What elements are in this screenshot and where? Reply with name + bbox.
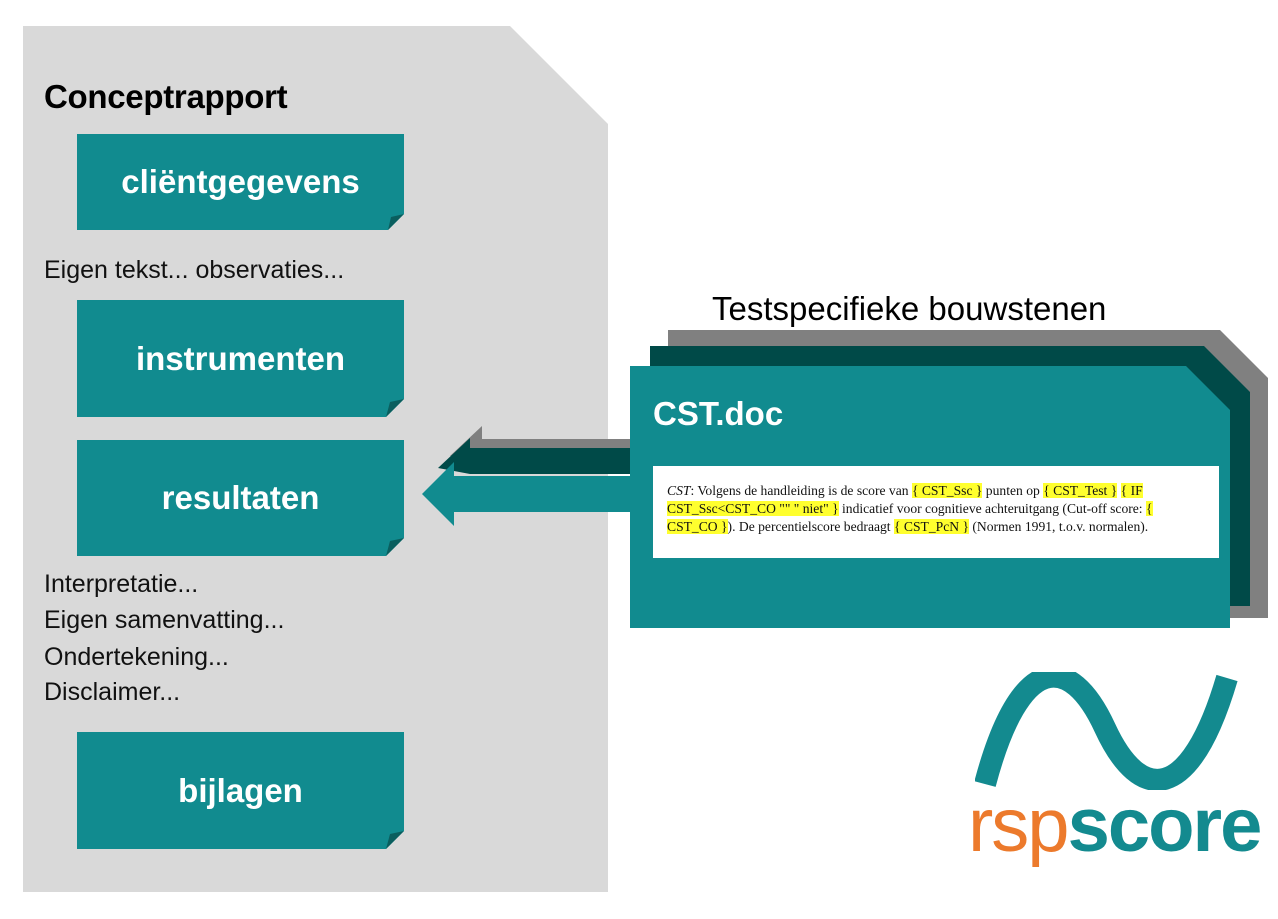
summary-line: Eigen samenvatting... xyxy=(44,606,285,634)
field-cst-ssc: { CST_Ssc } xyxy=(911,483,983,498)
template-snippet: CST: Volgens de handleiding is de score … xyxy=(653,466,1219,558)
logo-wave-icon xyxy=(975,672,1238,790)
interpretation-line: Interpretatie... xyxy=(44,570,199,598)
logo-rsp: rsp xyxy=(968,783,1070,868)
snippet-text-2: punten op xyxy=(982,483,1044,498)
logo-score: score xyxy=(1067,783,1263,868)
block-bijlagen-label: bijlagen xyxy=(178,771,303,809)
logo: rspscore xyxy=(968,788,1262,864)
block-bijlagen: bijlagen xyxy=(77,732,404,849)
insert-arrow xyxy=(422,426,635,526)
own-text-line: Eigen tekst... observaties... xyxy=(44,256,345,284)
block-instrumenten-label: instrumenten xyxy=(135,339,346,377)
block-clientgegevens: cliëntgegevens xyxy=(77,134,404,230)
report-title: Conceptrapport xyxy=(44,78,288,115)
block-instrumenten: instrumenten xyxy=(77,300,404,417)
snippet-text-1: : Volgens de handleiding is de score van xyxy=(690,483,912,498)
block-resultaten-label: resultaten xyxy=(161,479,320,516)
block-clientgegevens-label: cliëntgegevens xyxy=(121,163,360,200)
signature-line: Ondertekening... xyxy=(44,643,229,671)
snippet-text-3: indicatief voor cognitieve achteruitgang… xyxy=(838,501,1146,516)
snippet-lead: CST xyxy=(667,483,691,498)
block-resultaten: resultaten xyxy=(77,440,404,556)
arrow-body xyxy=(422,462,635,526)
arrow-shadow-dark xyxy=(438,438,635,474)
disclaimer-line: Disclaimer... xyxy=(44,678,181,706)
stack-heading: Testspecifieke bouwstenen xyxy=(712,290,1107,327)
snippet-text-5: (Normen 1991, t.o.v. normalen). xyxy=(968,519,1149,534)
snippet-text-4: ). De percentielscore bedraagt xyxy=(727,519,894,534)
doc-title: CST.doc xyxy=(653,395,784,432)
field-cst-pcn: { CST_PcN } xyxy=(893,519,969,534)
field-cst-test: { CST_Test } xyxy=(1043,483,1118,498)
